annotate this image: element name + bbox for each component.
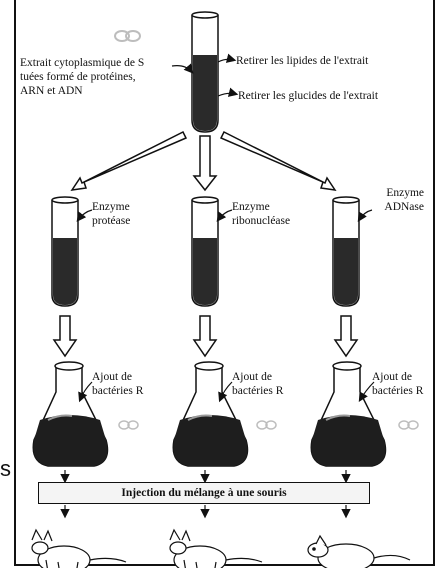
flask-3-label: Ajout de bactéries R	[372, 370, 423, 398]
flask-label-line2: bactéries R	[232, 385, 284, 397]
flask-label-line1: Ajout de	[92, 371, 132, 383]
flask-label-line1: Ajout de	[232, 371, 272, 383]
flask-1	[32, 361, 109, 467]
extract-label-line2: tuées formé de protéines,	[20, 71, 136, 83]
extract-label: Extrait cytoplasmique de S tuées formé d…	[20, 56, 180, 98]
tube-protease	[51, 196, 79, 307]
flask-label-line1: Ajout de	[372, 371, 412, 383]
stray-letter: s	[0, 456, 11, 481]
flask-2-label: Ajout de bactéries R	[232, 370, 283, 398]
down-arrows-1	[52, 315, 359, 358]
enzyme-label-line2: protéase	[92, 215, 131, 227]
flask-label-line2: bactéries R	[92, 385, 144, 397]
bacteria-r-icons	[118, 420, 419, 430]
main-test-tube	[191, 11, 219, 133]
mouse-3-alive-icon	[307, 534, 411, 568]
enzyme-ribonuclease-label: Enzyme ribonucléase	[232, 200, 290, 228]
remove-lipids-label: Retirer les lipides de l'extrait	[236, 55, 369, 67]
enzyme-label-line1: Enzyme	[232, 201, 270, 213]
extract-label-line3: ARN et ADN	[20, 85, 83, 97]
enzyme-adnase-label: Enzyme ADNase	[372, 186, 424, 214]
tube-ribonuclease	[191, 196, 219, 307]
flask-3	[310, 361, 387, 467]
enzyme-label-line1: Enzyme	[92, 201, 130, 213]
extract-arrow	[171, 63, 194, 74]
enzyme-label-line2: ribonucléase	[232, 215, 291, 227]
injection-box: Injection du mélange à une souris	[38, 482, 370, 504]
flask-label-line2: bactéries R	[372, 385, 424, 397]
tube-adnase	[332, 196, 360, 307]
split-arrows	[70, 130, 337, 192]
enzyme-label-line2: ADNase	[384, 201, 424, 213]
flask-2	[172, 361, 249, 467]
glucides-arrow	[217, 87, 239, 97]
extract-label-line1: Extrait cytoplasmique de S	[20, 57, 145, 69]
bacteria-s-icon	[114, 30, 141, 42]
enzyme-protease-label: Enzyme protéase	[92, 200, 130, 228]
flask-1-label: Ajout de bactéries R	[92, 370, 143, 398]
enzyme-label-line1: Enzyme	[386, 187, 424, 199]
mouse-2-dead-icon	[169, 528, 263, 568]
lipids-arrow	[217, 53, 237, 63]
mouse-1-dead-icon	[31, 528, 127, 568]
remove-glucides-label: Retirer les glucides de l'extrait	[238, 90, 379, 102]
